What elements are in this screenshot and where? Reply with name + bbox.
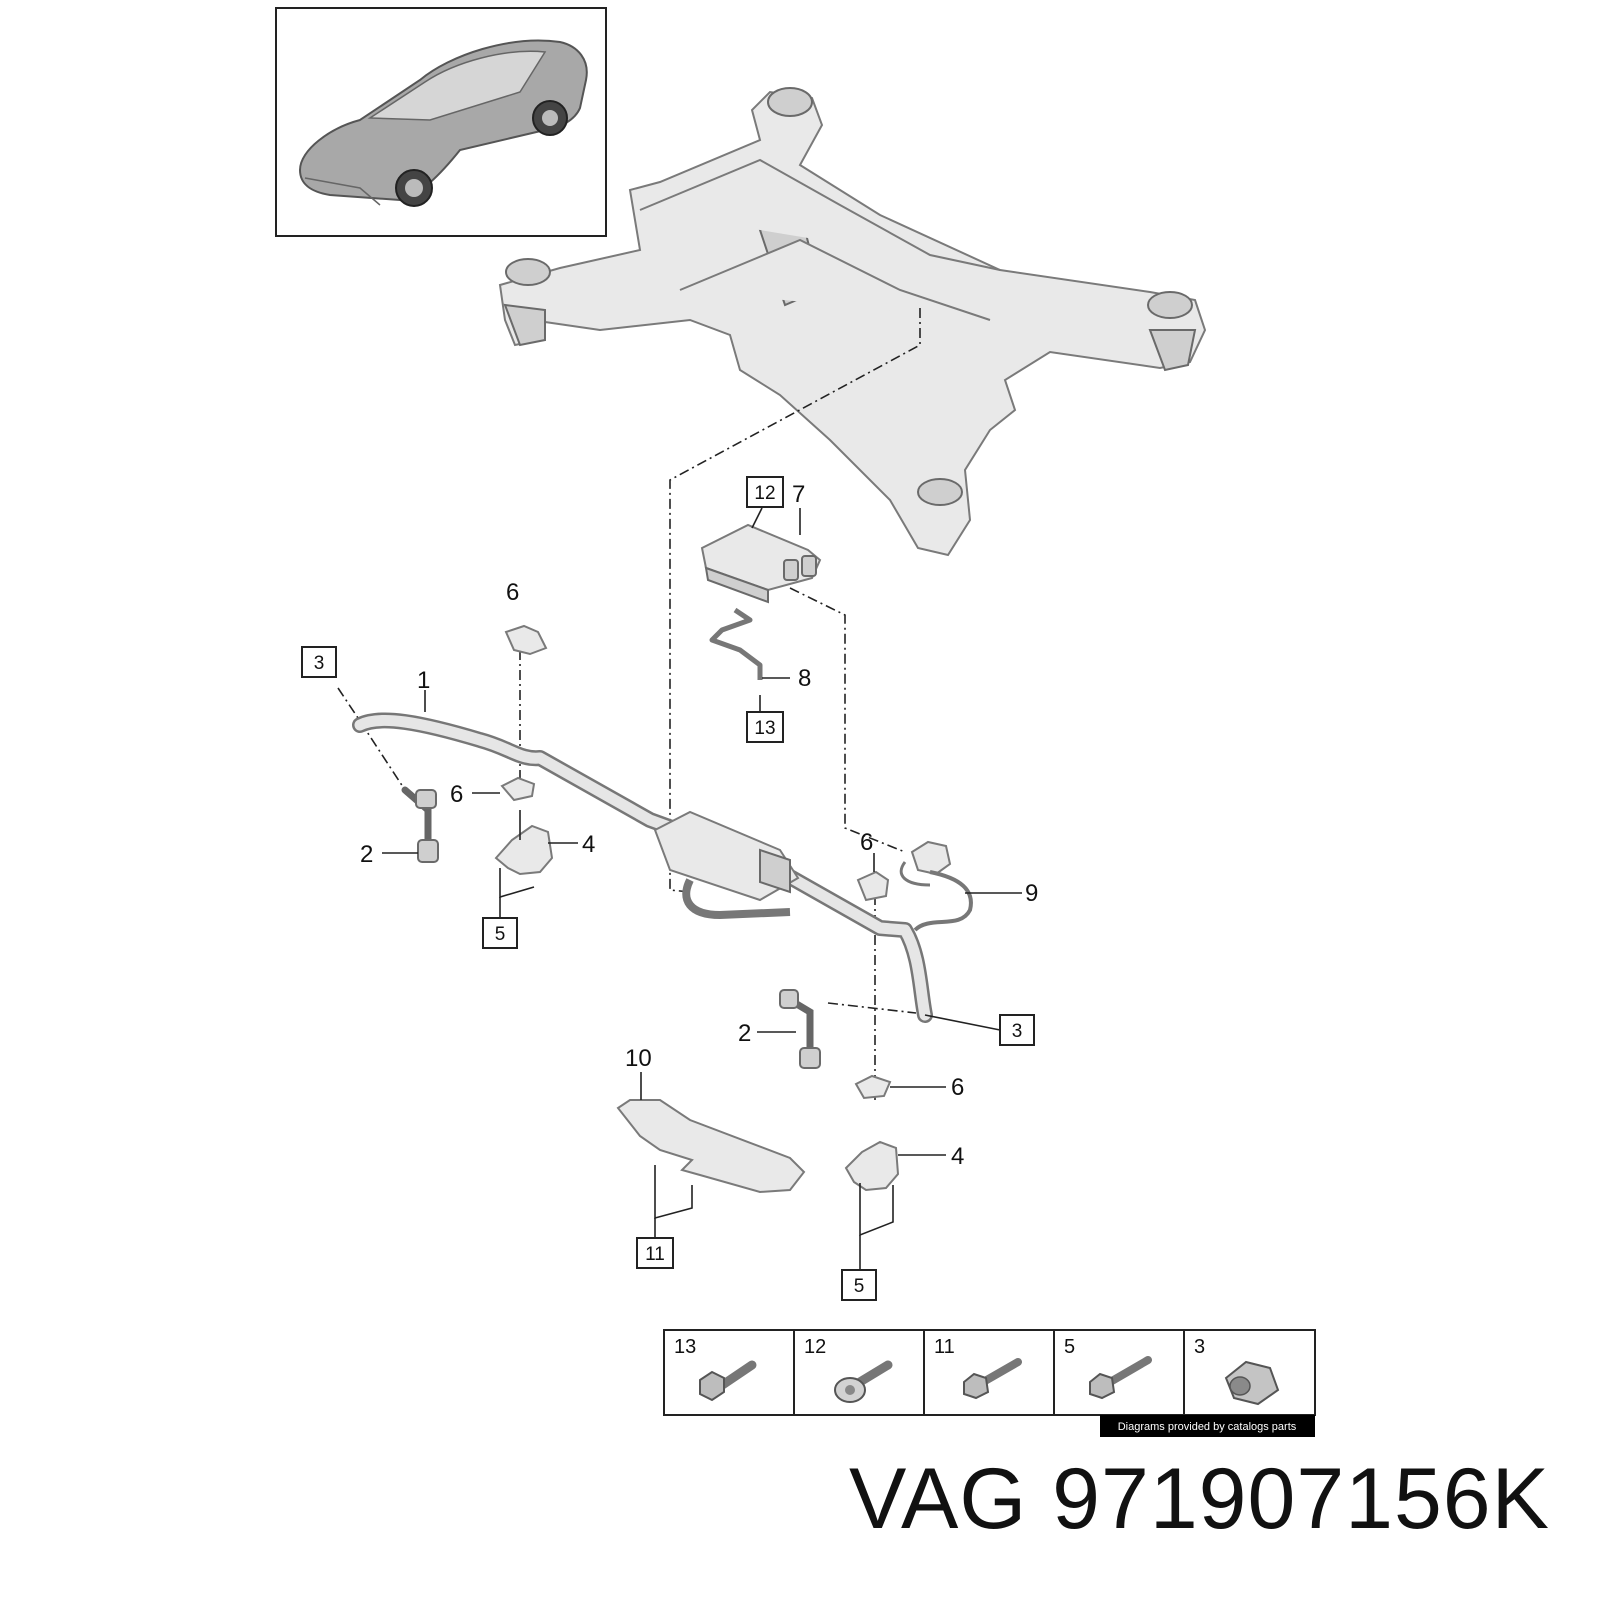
callout-numbers: 1 2 2 4 4 6 6 6 6 7 8 9 10 <box>360 481 1038 1170</box>
legend-cell-11: 11 <box>934 1336 1022 1400</box>
diagram-credit: Diagrams provided by catalogs parts <box>1118 1421 1297 1433</box>
callout-10: 10 <box>625 1045 652 1072</box>
vehicle-inset <box>275 7 607 237</box>
callout-leaders <box>382 507 1022 1270</box>
bracket-right <box>844 1140 900 1192</box>
fastener-legend: 13 12 11 5 <box>663 1329 1316 1437</box>
nut-icon <box>1224 1360 1280 1406</box>
callout-1: 1 <box>417 667 430 694</box>
callout-4-right: 4 <box>951 1143 964 1170</box>
legend-number-3: 3 <box>1194 1336 1205 1358</box>
stabilizer-bar <box>352 712 933 1023</box>
callout-7: 7 <box>792 481 805 508</box>
legend-cell-12: 12 <box>804 1336 893 1403</box>
long-hex-bolt-icon <box>1089 1356 1152 1400</box>
legend-number-13: 13 <box>674 1336 696 1358</box>
boxed-ref-13: 13 <box>754 718 775 739</box>
legend-cell-5: 5 <box>1064 1336 1152 1400</box>
legend-number-5: 5 <box>1064 1336 1075 1358</box>
hex-bolt-icon <box>699 1360 757 1402</box>
rear-subframe <box>498 87 1207 557</box>
bracket-left <box>494 824 554 876</box>
rubber-bushing-top-left <box>504 624 548 656</box>
rubber-bushing-right-lower <box>854 1074 892 1100</box>
boxed-references: 3 3 5 5 11 12 13 <box>301 476 1035 1301</box>
boxed-ref-5-left: 5 <box>495 924 506 945</box>
legend-number-11: 11 <box>934 1336 955 1358</box>
callout-6-right-upper: 6 <box>860 829 873 856</box>
callout-2-right: 2 <box>738 1020 751 1047</box>
legend-cell-13: 13 <box>674 1336 757 1402</box>
rubber-bushing-right-upper <box>856 870 890 902</box>
rubber-bushing-mid-left <box>500 776 536 802</box>
hex-flange-bolt-icon <box>963 1358 1022 1400</box>
callout-9: 9 <box>1025 880 1038 907</box>
coupling-link-right <box>779 989 821 1069</box>
mounting-bracket <box>709 607 763 680</box>
callout-4-left: 4 <box>582 831 595 858</box>
coupling-link-left <box>401 786 439 863</box>
flange-bolt-icon <box>834 1360 893 1403</box>
callout-6-right-lower: 6 <box>951 1074 964 1101</box>
legend-number-12: 12 <box>804 1336 826 1358</box>
callout-6-top: 6 <box>506 579 519 606</box>
part-number-title: VAG 971907156K <box>849 1451 1550 1547</box>
wiring-harness <box>899 840 973 932</box>
boxed-ref-3-right: 3 <box>1012 1021 1023 1042</box>
boxed-ref-3-left: 3 <box>314 653 325 674</box>
legend-cell-3: 3 <box>1194 1336 1280 1406</box>
callout-2-left: 2 <box>360 841 373 868</box>
car-thumbnail-icon <box>298 39 588 207</box>
callout-8: 8 <box>798 665 811 692</box>
boxed-ref-11: 11 <box>645 1244 665 1265</box>
control-unit <box>700 523 822 604</box>
boxed-ref-12: 12 <box>754 483 775 504</box>
boxed-ref-5-right: 5 <box>854 1276 865 1297</box>
callout-6-left: 6 <box>450 781 463 808</box>
heat-shield <box>616 1099 806 1194</box>
